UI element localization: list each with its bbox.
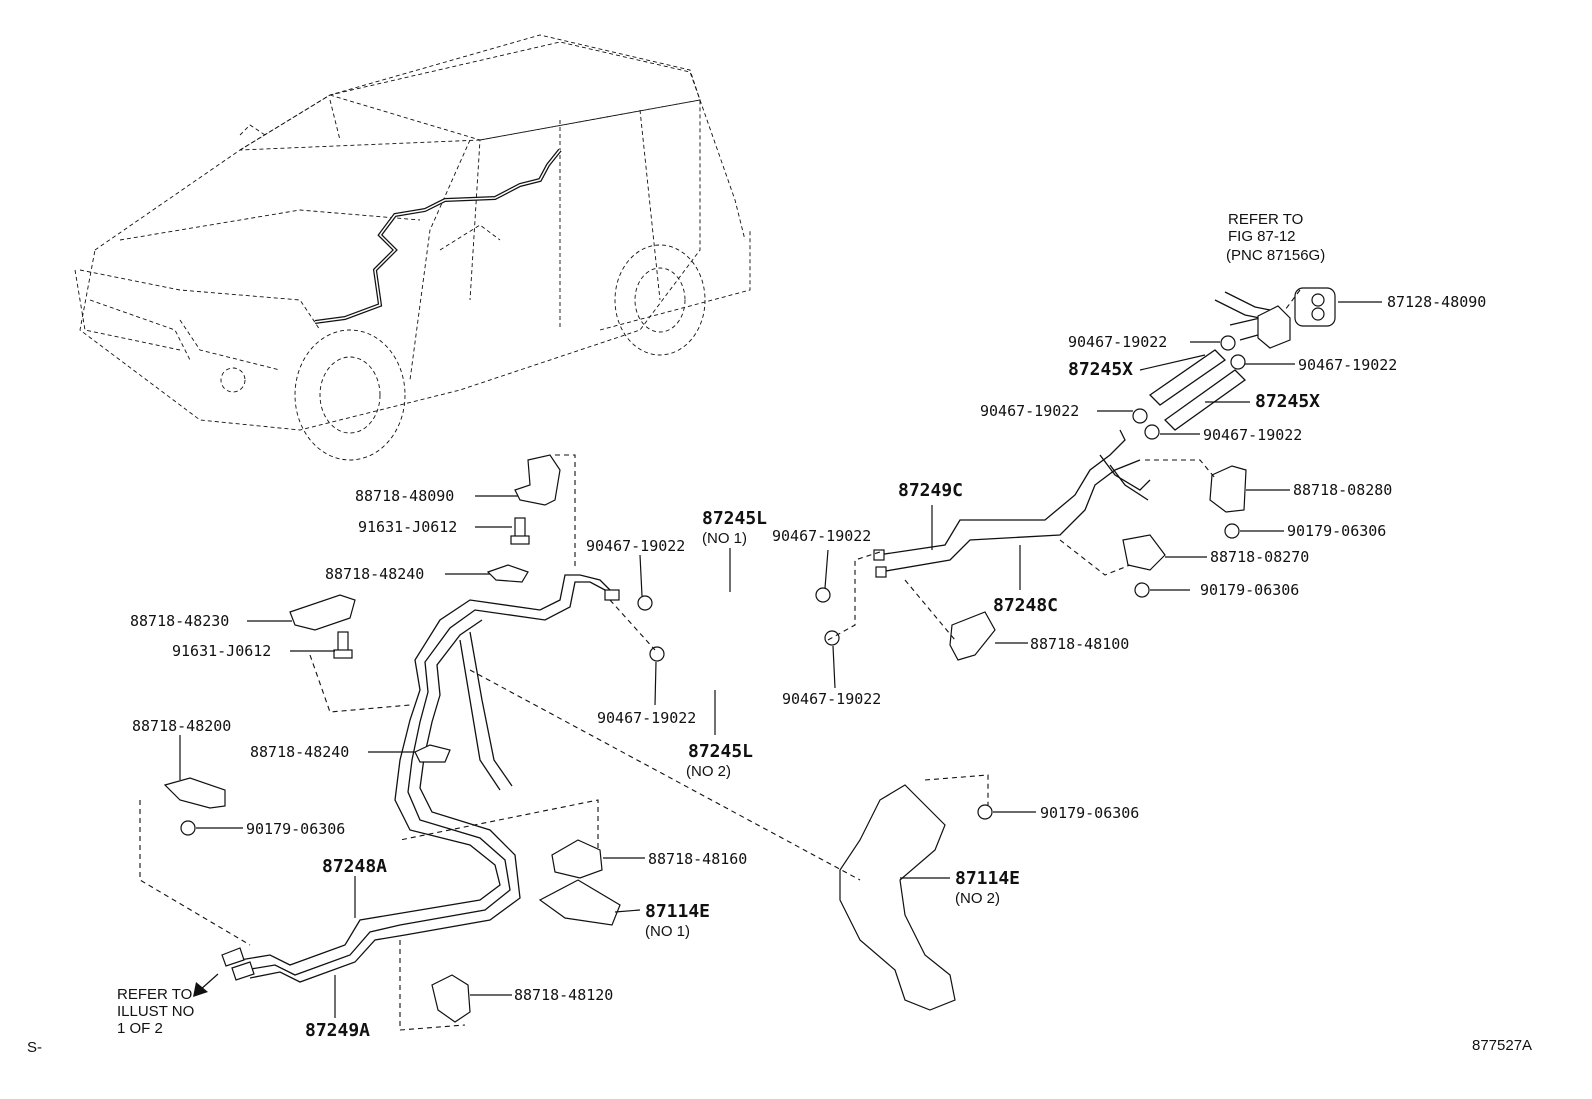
label-87249A: 87249A <box>305 1020 370 1041</box>
label-87245L-2-no: (NO 2) <box>686 763 731 780</box>
label-90179-06306-d: 90179-06306 <box>1040 804 1139 822</box>
label-87114E-2-no: (NO 2) <box>955 890 1000 907</box>
label-88718-48120: 88718-48120 <box>514 986 613 1004</box>
refer-bottom-line1: REFER TO <box>117 986 192 1003</box>
label-87245L-1-no: (NO 1) <box>702 530 747 547</box>
label-87245L-2: 87245L <box>688 741 753 762</box>
brackets <box>163 454 1247 1023</box>
label-90467-19022-tr3: 90467-19022 <box>980 402 1079 420</box>
refer-top-line2: FIG 87-12 <box>1228 228 1296 245</box>
label-91631-J0612-b: 91631-J0612 <box>172 642 271 660</box>
label-88718-48240-a: 88718-48240 <box>325 565 424 583</box>
label-91631-J0612-a: 91631-J0612 <box>358 518 457 536</box>
label-88718-08280: 88718-08280 <box>1293 481 1392 499</box>
label-87114E-1-no: (NO 1) <box>645 923 690 940</box>
label-90467-19022-tr1: 90467-19022 <box>1068 333 1167 351</box>
label-90467-19022-mid4: 90467-19022 <box>782 690 881 708</box>
label-87114E-2: 87114E <box>955 868 1020 889</box>
main-pipes <box>221 287 1336 983</box>
label-88718-08270: 88718-08270 <box>1210 548 1309 566</box>
refer-top-line3: (PNC 87156G) <box>1226 247 1325 264</box>
label-90179-06306-c: 90179-06306 <box>246 820 345 838</box>
label-87249C: 87249C <box>898 480 963 501</box>
label-88718-48160: 88718-48160 <box>648 850 747 868</box>
diagram-id: 877527A <box>1472 1037 1532 1054</box>
label-87128-48090: 87128-48090 <box>1387 293 1486 311</box>
refer-bottom-line3: 1 OF 2 <box>117 1020 163 1037</box>
label-87248A: 87248A <box>322 856 387 877</box>
label-88718-48200: 88718-48200 <box>132 717 231 735</box>
refer-top-line1: REFER TO <box>1228 211 1303 228</box>
label-88718-48230: 88718-48230 <box>130 612 229 630</box>
label-90467-19022-mid2: 90467-19022 <box>772 527 871 545</box>
vehicle-illustration <box>74 34 751 461</box>
leader-lines <box>179 301 1382 1018</box>
label-87245X-a: 87245X <box>1068 359 1133 380</box>
label-87248C: 87248C <box>993 595 1058 616</box>
label-90179-06306-a: 90179-06306 <box>1287 522 1386 540</box>
dashed-guides <box>139 289 1301 1031</box>
label-88718-48240-b: 88718-48240 <box>250 743 349 761</box>
hoses-87245L <box>658 586 829 695</box>
label-90179-06306-b: 90179-06306 <box>1200 581 1299 599</box>
refer-arrow <box>193 973 219 997</box>
label-90467-19022-tr2: 90467-19022 <box>1298 356 1397 374</box>
label-87245L-1: 87245L <box>702 508 767 529</box>
part-labels: REFER TO FIG 87-12 (PNC 87156G) 87128-48… <box>27 211 1532 1056</box>
label-88718-48090: 88718-48090 <box>355 487 454 505</box>
label-87114E-1: 87114E <box>645 901 710 922</box>
label-88718-48100: 88718-48100 <box>1030 635 1129 653</box>
label-87245X-b: 87245X <box>1255 391 1320 412</box>
corner-left-code: S- <box>27 1039 42 1056</box>
label-90467-19022-mid3: 90467-19022 <box>597 709 696 727</box>
label-90467-19022-tr4: 90467-19022 <box>1203 426 1302 444</box>
label-90467-19022-mid1: 90467-19022 <box>586 537 685 555</box>
refer-bottom-line2: ILLUST NO <box>117 1003 194 1020</box>
